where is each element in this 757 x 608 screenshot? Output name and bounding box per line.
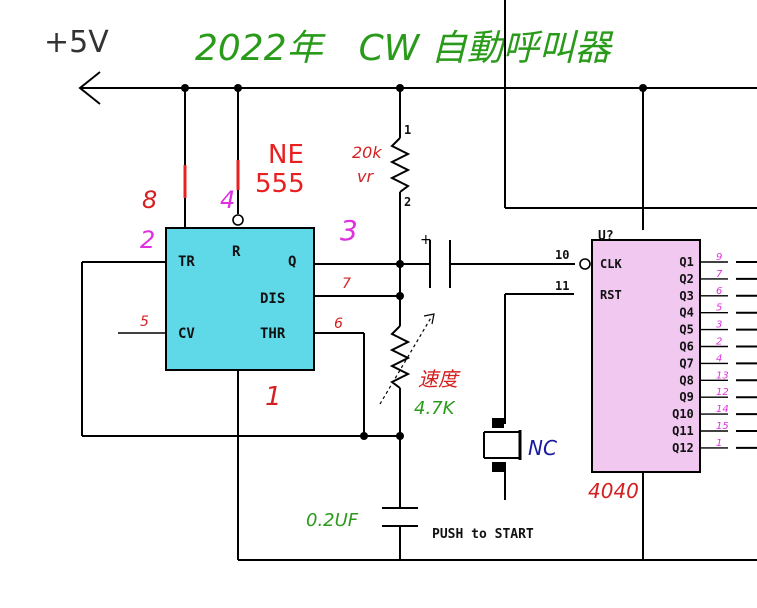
- counter-output-pin-number: 15: [716, 421, 729, 432]
- counter-num-clk: 10: [555, 248, 569, 262]
- counter-output-q4: Q4: [679, 306, 693, 320]
- speed-label: 速度: [418, 367, 461, 391]
- resistor-pin1: 1: [404, 123, 411, 137]
- counter-output-pin-number: 1: [716, 438, 722, 449]
- schematic-title: 2022年 CW 自動呼叫器: [195, 28, 614, 69]
- ne555-name-line1: NE: [268, 140, 304, 170]
- counter-output-q3: Q3: [679, 289, 693, 303]
- pin4-wire: [232, 88, 244, 226]
- resistor-pin2: 2: [404, 195, 411, 209]
- resistor-20k: 20k vr 1 2: [352, 88, 411, 296]
- counter-output-pin-number: 7: [716, 269, 723, 280]
- counter-output-pin-number: 12: [716, 387, 729, 398]
- counter-output-pin-number: 4: [716, 353, 722, 364]
- output-wire: [314, 260, 430, 268]
- ne555-num-7: 7: [342, 276, 351, 292]
- counter-output-pin-number: 9: [716, 252, 722, 263]
- counter-part: 4040: [588, 479, 639, 503]
- supply-label: +5V: [44, 25, 109, 60]
- counter-output-q10: Q10: [672, 407, 694, 421]
- counter-output-pin-number: 14: [716, 404, 729, 415]
- counter-output-pin-number: 6: [716, 286, 722, 297]
- ne555-num-8: 8: [142, 186, 157, 214]
- resistor-value: 20k: [352, 143, 382, 162]
- counter-output-q9: Q9: [679, 390, 693, 404]
- counter-output-pin-number: 3: [716, 320, 722, 331]
- ground-rail: [237, 370, 757, 561]
- ne555-pin-r: R: [232, 244, 241, 260]
- pushbutton-nc: NC: [483, 293, 574, 500]
- counter-output-q5: Q5: [679, 323, 693, 337]
- counter-output-pin-number: 5: [716, 303, 722, 314]
- ne555-num-3: 3: [340, 214, 358, 247]
- ne555-name: NE 555: [255, 140, 305, 199]
- ne555-name-line2: 555: [255, 169, 305, 199]
- ne555-num-2: 2: [140, 226, 155, 254]
- counter-pin-rst: RST: [600, 288, 622, 302]
- counter-output-q12: Q12: [672, 441, 694, 455]
- ne555-pin-cv: CV: [178, 326, 195, 342]
- ne555-num-1: 1: [265, 382, 282, 412]
- supply-rail: [80, 84, 757, 92]
- ne555-pin-q: Q: [288, 254, 296, 270]
- thr-wire: [314, 332, 365, 436]
- counter-num-rst: 11: [555, 279, 569, 293]
- ne555-pin-dis: DIS: [260, 291, 285, 307]
- counter-output-q6: Q6: [679, 340, 693, 354]
- right-frame: [504, 0, 757, 230]
- dis-wire: [314, 292, 404, 300]
- speed-variable-resistor: 速度 4.7K: [379, 296, 461, 436]
- ne555-chip: TR R Q DIS CV THR: [165, 227, 315, 371]
- push-to-start-caption: PUSH to START: [432, 527, 534, 542]
- ne555-pin-tr: TR: [178, 254, 195, 270]
- resistor-type: vr: [357, 167, 374, 186]
- counter-output-q8: Q8: [679, 373, 693, 387]
- ne555-pin-thr: THR: [260, 326, 286, 342]
- counter-output-q2: Q2: [679, 272, 693, 286]
- counter-ref: U?: [598, 229, 614, 244]
- pushbutton-label: NC: [528, 436, 557, 460]
- timing-capacitor: 0.2UF: [306, 436, 418, 560]
- counter-output-q11: Q11: [672, 424, 694, 438]
- trigger-loop: [81, 261, 404, 440]
- timing-cap-value: 0.2UF: [306, 510, 359, 531]
- counter-output-q7: Q7: [679, 356, 693, 370]
- ne555-num-5: 5: [140, 314, 149, 330]
- counter-4040-chip: U? CLK RST 10 11 4040: [555, 229, 701, 503]
- ne555-num-4: 4: [220, 186, 235, 214]
- counter-output-pin-number: 13: [716, 370, 729, 381]
- counter-pin-clk: CLK: [600, 257, 622, 271]
- coupling-capacitor: +: [420, 232, 575, 288]
- counter-output-pin-number: 2: [716, 337, 722, 348]
- cap-polarity: +: [420, 232, 432, 248]
- ne555-num-6: 6: [334, 316, 343, 332]
- counter-output-q1: Q1: [679, 255, 693, 269]
- speed-value: 4.7K: [414, 398, 456, 419]
